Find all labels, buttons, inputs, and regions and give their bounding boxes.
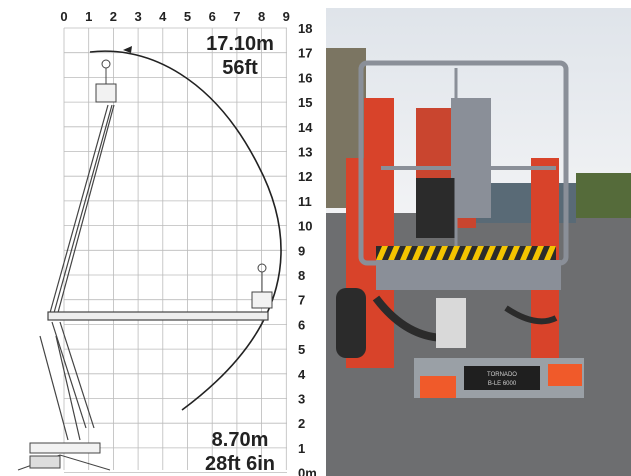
y-tick-label: 3 xyxy=(298,392,305,407)
hazard-stripe xyxy=(448,246,460,260)
y-tick-label: 8 xyxy=(298,268,305,283)
hazard-stripe xyxy=(460,246,472,260)
chassis xyxy=(17,442,111,471)
hazard-stripe xyxy=(496,246,508,260)
hazard-stripe xyxy=(388,246,400,260)
hazard-stripe xyxy=(508,246,520,260)
boom-assembly xyxy=(39,104,269,441)
hazard-stripe xyxy=(520,246,532,260)
x-tick-label: 7 xyxy=(233,9,240,24)
license-plate xyxy=(464,366,540,390)
y-tick-label: 18 xyxy=(298,21,312,36)
max-height-feet: 56ft xyxy=(222,57,258,79)
y-tick-label: 13 xyxy=(298,145,312,160)
hazard-stripes xyxy=(376,246,556,260)
x-tick-label: 4 xyxy=(159,9,167,24)
y-tick-label: 14 xyxy=(298,120,313,135)
max-outreach-meters: 8.70m xyxy=(212,429,269,451)
y-tick-label: 6 xyxy=(298,317,305,332)
reach-envelope-curve xyxy=(89,50,282,411)
wheel xyxy=(336,288,366,358)
grid xyxy=(63,27,287,474)
x-tick-label: 3 xyxy=(134,9,141,24)
hazard-stripe xyxy=(436,246,448,260)
hazard-stripe xyxy=(400,246,412,260)
y-tick-label: 5 xyxy=(298,342,305,357)
hazard-stripe xyxy=(472,246,484,260)
lift-machine: TORNADO B-LE 6000 xyxy=(336,60,584,398)
x-axis-ticks: 0 1 2 3 4 5 6 7 8 9 xyxy=(60,9,290,24)
lower-basket xyxy=(251,263,273,309)
y-axis-ticks: 18 17 16 15 14 13 12 11 10 9 8 7 6 5 4 3 2 1 0m xyxy=(298,21,317,476)
x-tick-label: 2 xyxy=(110,9,117,24)
hazard-stripe xyxy=(532,246,544,260)
max-height-meters: 17.10m xyxy=(206,33,274,55)
y-tick-label: 1 xyxy=(298,441,305,456)
y-tick-label: 2 xyxy=(298,416,305,431)
x-tick-label: 5 xyxy=(184,9,191,24)
plate-line-2: B-LE 6000 xyxy=(488,381,517,387)
x-tick-label: 8 xyxy=(258,9,265,24)
background-trees xyxy=(576,173,631,218)
tail-light-right xyxy=(548,364,582,386)
plate-line-1: TORNADO xyxy=(487,372,517,378)
x-tick-label: 9 xyxy=(283,9,290,24)
y-tick-label: 16 xyxy=(298,70,312,85)
hazard-stripe xyxy=(412,246,424,260)
max-outreach-feet: 28ft 6in xyxy=(205,453,275,475)
y-tick-label: 15 xyxy=(298,95,312,110)
reach-arrow-icon xyxy=(123,46,132,53)
x-tick-label: 0 xyxy=(60,9,67,24)
y-tick-label: 10 xyxy=(298,219,312,234)
y-tick-label: 17 xyxy=(298,46,312,61)
x-tick-label: 6 xyxy=(209,9,216,24)
y-tick-label: 12 xyxy=(298,169,312,184)
hazard-stripe xyxy=(484,246,496,260)
y-tick-label: 11 xyxy=(298,194,312,209)
upper-basket xyxy=(95,59,117,103)
hazard-stripe xyxy=(424,246,436,260)
y-tick-label: 9 xyxy=(298,243,305,258)
lift-photo: TORNADO B-LE 6000 xyxy=(326,8,631,476)
y-tick-label: 4 xyxy=(298,367,306,382)
hazard-stripe xyxy=(544,246,556,260)
y-tick-label: 7 xyxy=(298,293,305,308)
tail-light-left xyxy=(420,376,456,398)
y-tick-label: 0m xyxy=(298,466,317,476)
x-tick-label: 1 xyxy=(85,9,92,24)
hazard-stripe xyxy=(376,246,388,260)
background-fence xyxy=(476,183,576,223)
